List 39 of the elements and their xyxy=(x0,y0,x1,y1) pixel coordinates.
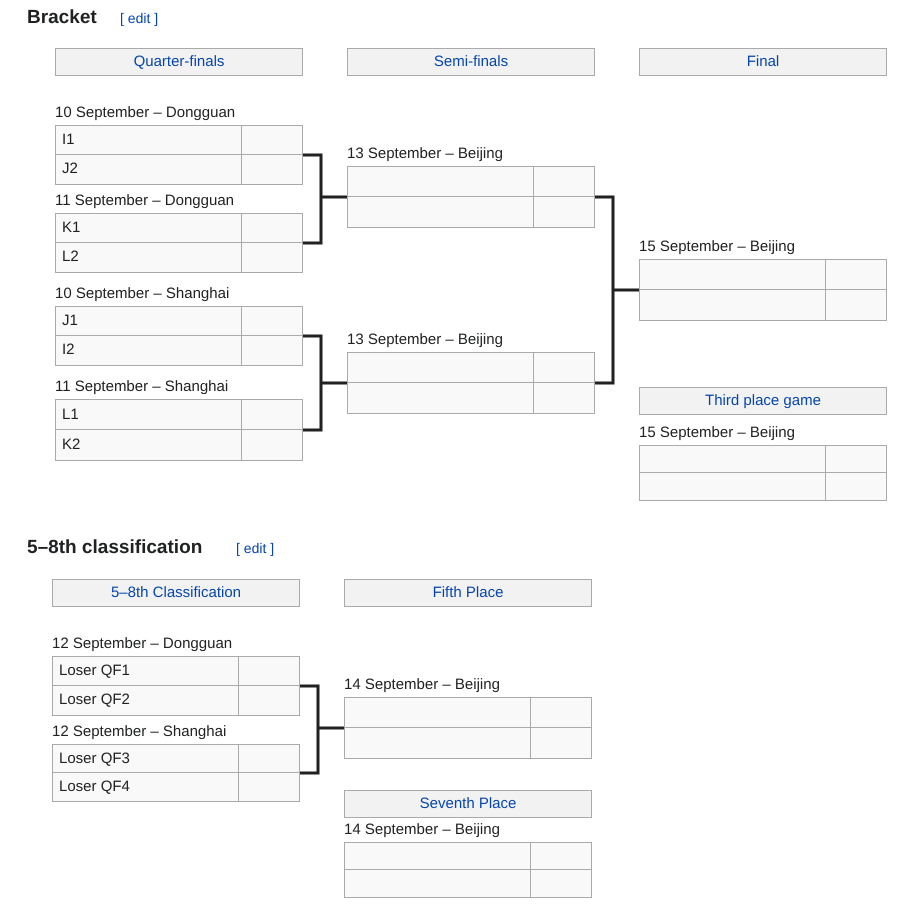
team-name: Loser QF1 xyxy=(52,656,239,686)
round-header: Semi-finals xyxy=(347,48,595,76)
team-name: K1 xyxy=(55,213,242,243)
team-name: K2 xyxy=(55,430,242,461)
match-date: 10 September – Dongguan xyxy=(55,103,236,123)
round-header: Fifth Place xyxy=(344,579,592,607)
match-date: 12 September – Dongguan xyxy=(52,634,232,654)
edit-link: [ edit ] xyxy=(120,10,158,26)
match-date: 11 September – Dongguan xyxy=(55,191,234,211)
team-name: J1 xyxy=(55,306,242,336)
team-name: I2 xyxy=(55,336,242,366)
match-date: 13 September – Beijing xyxy=(347,144,503,164)
round-header: 5–8th Classification xyxy=(52,579,300,607)
match-date: 10 September – Shanghai xyxy=(55,284,230,304)
team-name: L1 xyxy=(55,399,242,430)
match-date: 15 September – Beijing xyxy=(639,237,795,257)
bracket-line xyxy=(303,196,347,244)
edit-link: [ edit ] xyxy=(236,540,274,556)
match-date: 13 September – Beijing xyxy=(347,330,503,350)
match-date: 15 September – Beijing xyxy=(639,423,795,443)
round-header: Final xyxy=(639,48,887,76)
bracket-line xyxy=(303,382,347,432)
team-name: J2 xyxy=(55,155,242,185)
match-date: 11 September – Shanghai xyxy=(55,377,228,397)
team-name: I1 xyxy=(55,125,242,155)
team-name: Loser QF3 xyxy=(52,744,239,773)
section-heading: Bracket xyxy=(27,7,97,29)
section-heading: 5–8th classification xyxy=(27,537,202,559)
team-name: Loser QF4 xyxy=(52,773,239,802)
match-date: 12 September – Shanghai xyxy=(52,722,226,742)
team-name: Loser QF2 xyxy=(52,686,239,716)
match-date: 14 September – Beijing xyxy=(344,820,500,840)
round-header: Third place game xyxy=(639,387,887,415)
bracket-line xyxy=(300,726,344,774)
team-name: L2 xyxy=(55,243,242,273)
round-header: Seventh Place xyxy=(344,790,592,818)
match-date: 14 September – Beijing xyxy=(344,675,500,695)
bracket-line xyxy=(595,288,639,384)
round-header: Quarter-finals xyxy=(55,48,303,76)
